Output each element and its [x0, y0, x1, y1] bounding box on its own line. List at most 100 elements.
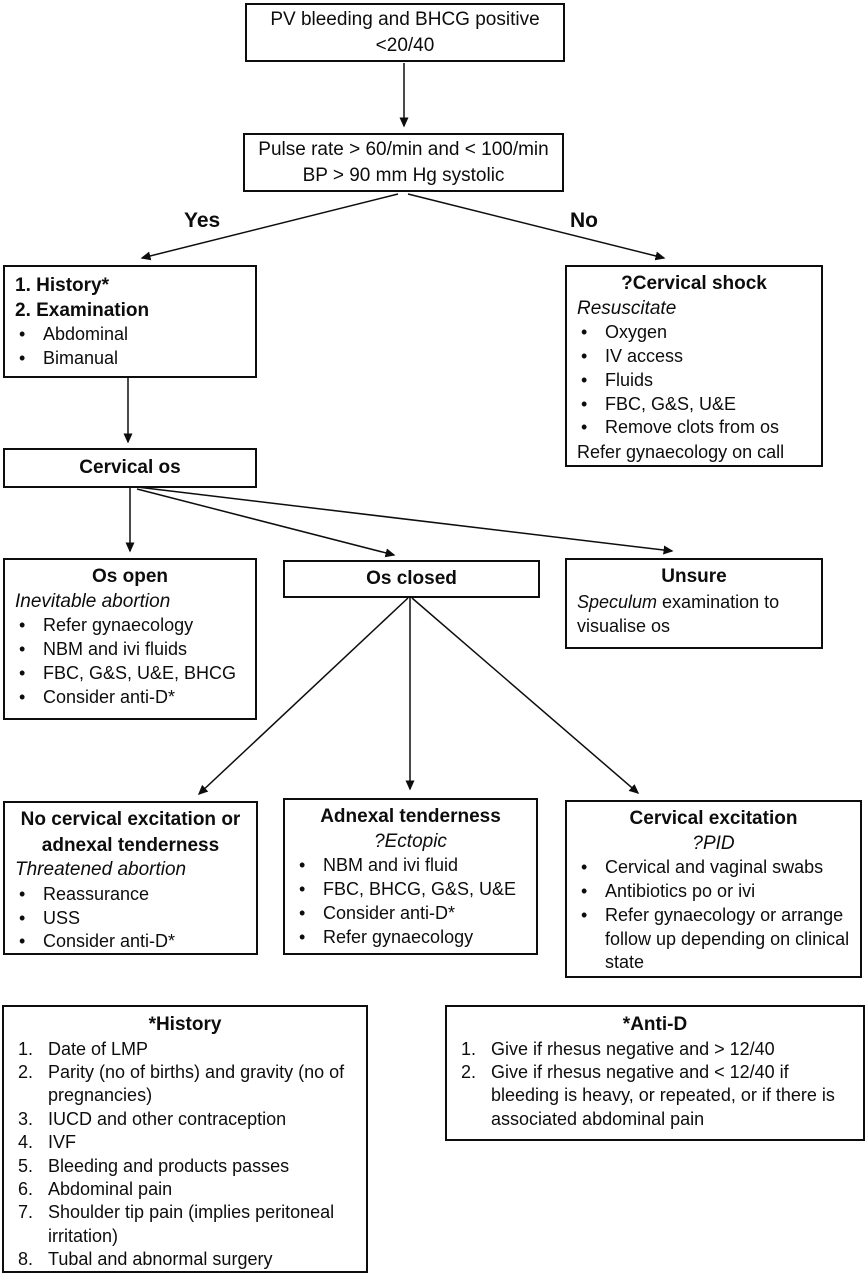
cervical-shock-subtitle: Resuscitate	[577, 297, 677, 319]
list-item-text: Consider anti-D*	[43, 686, 176, 707]
list-item: • FBC, G&S, U&E, BHCG	[15, 662, 245, 686]
node-pv-bleeding-line1: PV bleeding and BHCG positive	[270, 9, 540, 31]
list-item-text: Parity (no of births) and gravity (no of…	[48, 1062, 345, 1106]
bullet-icon: •	[19, 883, 26, 904]
list-item-text: Refer gynaecology	[43, 615, 194, 636]
list-item: •Fluids	[577, 369, 811, 393]
list-item-text: Abdominal pain	[48, 1178, 173, 1199]
bullet-icon: •	[19, 662, 26, 683]
list-item: 7.Shoulder tip pain (implies peritoneal …	[14, 1201, 356, 1248]
note-history-title: *History	[148, 1014, 222, 1035]
list-item: • Cervical and vaginal swabs	[577, 856, 850, 880]
list-item-text: USS	[43, 907, 81, 928]
os-open-subtitle: Inevitable abortion	[15, 590, 171, 612]
adnexal-tenderness-subtitle: ?Ectopic	[374, 830, 447, 852]
list-item-text: Tubal and abnormal surgery	[48, 1249, 273, 1270]
os-closed-title: Os closed	[366, 568, 457, 590]
cervical-shock-footer: Refer gynaecology on call	[577, 442, 785, 463]
list-item-text: Cervical and vaginal swabs	[605, 857, 824, 878]
bullet-icon: •	[581, 369, 588, 390]
list-item: • Consider anti-D*	[15, 686, 245, 710]
arrow-vitals-to-history-yes	[140, 193, 399, 261]
list-item: • Oxygen	[577, 321, 811, 345]
cervical-excitation-subtitle: ?PID	[692, 832, 735, 854]
bullet-icon: •	[581, 322, 588, 343]
list-item: 5.Bleeding and products passes	[14, 1155, 356, 1178]
bullet-icon: •	[581, 904, 588, 925]
list-item-text: Shoulder tip pain (implies peritoneal ir…	[48, 1202, 335, 1246]
list-item: •Abdominal	[15, 323, 245, 347]
list-number: 2.	[18, 1062, 34, 1083]
no-cervical-excitation-bullets: • Reassurance • USS•Consider anti-D*	[15, 883, 246, 954]
bullet-icon: •	[19, 686, 26, 707]
bullet-icon: •	[581, 857, 588, 878]
node-cervical-os: Cervical os	[3, 448, 257, 488]
list-number: 1.	[461, 1038, 477, 1059]
list-item-text: Bimanual	[43, 347, 119, 368]
cervical-excitation-title: Cervical excitation	[629, 808, 798, 829]
list-item: •Antibiotics po or ivi	[577, 880, 850, 904]
node-adnexal-tenderness: Adnexal tenderness ?Ectopic •NBM and ivi…	[283, 798, 538, 955]
list-item-text: IVF	[48, 1132, 77, 1153]
bullet-icon: •	[299, 879, 306, 900]
bullet-icon: •	[299, 855, 306, 876]
edge-label-yes: Yes	[184, 209, 221, 232]
note-history-list: 1. Date of LMP 2. Parity (no of births) and…	[14, 1038, 356, 1272]
node-pv-bleeding: PV bleeding and BHCG positive <20/40	[245, 3, 565, 62]
list-item: 3.IUCD and other contraception	[14, 1108, 356, 1131]
list-item: 6. Abdominal pain	[14, 1178, 356, 1201]
arrow-cervical-os-to-unsure	[136, 486, 674, 555]
list-item-text: FBC, G&S, U&E	[605, 393, 737, 414]
history-item: 1. History*	[15, 275, 109, 296]
list-item-text: FBC, BHCG, G&S, U&E	[323, 879, 517, 900]
node-os-closed: Os closed	[283, 560, 540, 598]
node-cervical-excitation: Cervical excitation ?PID • Cervical and v…	[565, 800, 862, 978]
list-item-text: Give if rhesus negative and < 12/40 if b…	[491, 1062, 835, 1129]
list-item-text: Abdominal	[43, 324, 129, 345]
node-history-examination: 1. History* 2. Examination •Abdominal• Bi…	[3, 265, 257, 378]
list-item-text: Remove clots from os	[605, 417, 780, 438]
list-item: • USS	[15, 907, 246, 931]
list-item: 8.Tubal and abnormal surgery	[14, 1248, 356, 1271]
list-number: 3.	[18, 1108, 34, 1129]
list-number: 5.	[18, 1155, 34, 1176]
arrow-cervical-os-to-os-closed	[136, 488, 396, 558]
unsure-title: Unsure	[661, 566, 727, 587]
list-item: 1. Date of LMP	[14, 1038, 356, 1061]
bullet-icon: •	[19, 639, 26, 660]
list-item: 2. Parity (no of births) and gravity (no …	[14, 1061, 356, 1108]
os-open-bullets: •Refer gynaecology•NBM and ivi fluids•FB…	[15, 614, 245, 709]
list-item: 2. Give if rhesus negative and < 12/40 if…	[457, 1061, 853, 1131]
bullet-icon: •	[19, 615, 26, 636]
list-item: •Remove clots from os	[577, 416, 811, 440]
list-item-text: FBC, G&S, U&E, BHCG	[43, 662, 237, 683]
list-item: •Refer gynaecology	[295, 926, 526, 950]
node-pv-bleeding-line2: <20/40	[375, 34, 435, 56]
list-item: •Consider anti-D*	[15, 930, 246, 954]
examination-item: 2. Examination	[15, 300, 150, 322]
list-item: •IV access	[577, 345, 811, 369]
list-number: 1.	[18, 1038, 34, 1059]
list-item-text: Oxygen	[605, 322, 668, 343]
note-history: *History 1. Date of LMP 2. Parity (no of bi…	[2, 1005, 368, 1273]
list-item-text: Reassurance	[43, 883, 150, 904]
bullet-icon: •	[581, 393, 588, 414]
history-exam-bullets: •Abdominal• Bimanual	[15, 323, 245, 371]
bullet-icon: •	[299, 902, 306, 923]
list-item-text: IV access	[605, 346, 684, 367]
node-unsure: Unsure Speculum examination to visualise…	[565, 558, 823, 649]
bullet-icon: •	[19, 907, 26, 928]
bullet-icon: •	[581, 881, 588, 902]
os-open-title: Os open	[91, 566, 168, 587]
note-anti-d-list: 1. Give if rhesus negative and > 12/40 2. G…	[457, 1038, 853, 1132]
cervical-os-title: Cervical os	[79, 457, 181, 479]
bullet-icon: •	[19, 347, 26, 368]
list-item-text: Give if rhesus negative and > 12/40	[491, 1038, 775, 1059]
list-number: 2.	[461, 1062, 477, 1083]
list-item-text: Refer gynaecology or arrange follow up d…	[605, 904, 850, 973]
arrow-vitals-to-shock-no	[407, 193, 666, 261]
list-number: 6.	[18, 1178, 34, 1199]
list-item-text: Date of LMP	[48, 1038, 149, 1059]
note-anti-d-title: *Anti-D	[622, 1014, 688, 1035]
